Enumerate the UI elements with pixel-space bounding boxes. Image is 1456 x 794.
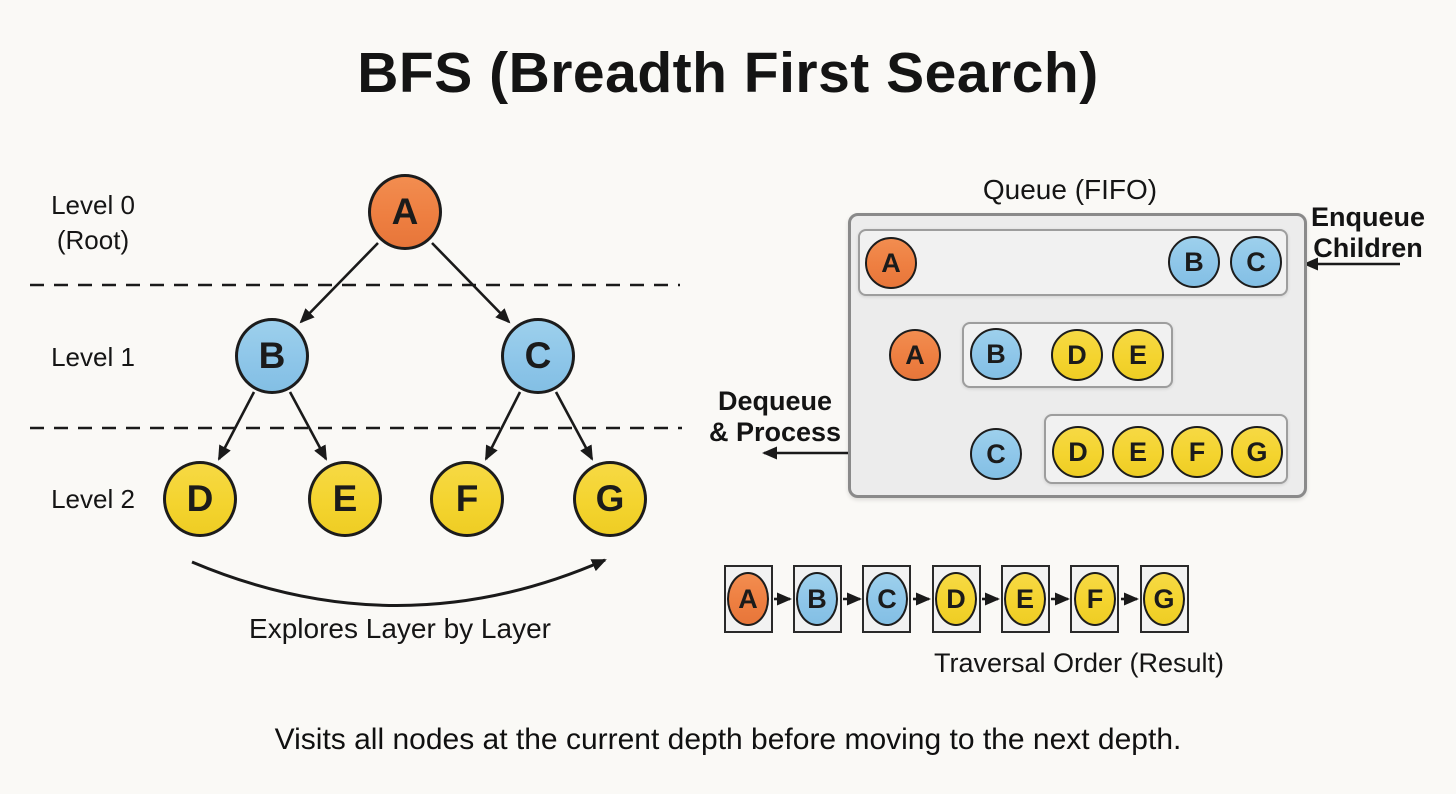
queue-row2-node-e: E: [1112, 329, 1164, 381]
queue-title: Queue (FIFO): [982, 174, 1158, 205]
level-0-label-line1: Level 0: [51, 190, 135, 220]
traversal-node-c: C: [866, 572, 908, 626]
traversal-node-g: G: [1143, 572, 1185, 626]
queue-row3-node-d: D: [1052, 426, 1104, 478]
tree-node-c: C: [501, 318, 575, 394]
level-0-label-line2: (Root): [56, 225, 130, 255]
tree-node-b: B: [235, 318, 309, 394]
dequeue-label-line2: & Process: [708, 417, 842, 447]
queue-row2-node-a: A: [889, 329, 941, 381]
queue-row2-node-b: B: [970, 328, 1022, 380]
queue-row3-node-e: E: [1112, 426, 1164, 478]
tree-node-e: E: [308, 461, 382, 537]
queue-row1-node-a: A: [865, 237, 917, 289]
traversal-node-d: D: [935, 572, 977, 626]
tree-node-f: F: [430, 461, 504, 537]
level-2-label: Level 2: [51, 484, 135, 514]
edge-a-c-icon: [431, 242, 511, 324]
tree-node-a: A: [368, 174, 442, 250]
footer-note: Visits all nodes at the current depth be…: [274, 723, 1182, 756]
page-title: BFS (Breadth First Search): [357, 41, 1099, 105]
level-1-label: Level 1: [51, 342, 135, 372]
traversal-node-b: B: [796, 572, 838, 626]
tree-node-g: G: [573, 461, 647, 537]
dequeue-label: Dequeue & Process: [695, 386, 855, 448]
layer-sweep-arrow-icon: [191, 558, 607, 607]
traversal-node-a: A: [727, 572, 769, 626]
queue-row-1-box: [858, 229, 1288, 296]
traversal-caption: Traversal Order (Result): [933, 648, 1225, 678]
enqueue-label-line1: Enqueue: [1310, 202, 1425, 232]
edge-b-e-icon: [288, 391, 328, 461]
traversal-node-f: F: [1074, 572, 1116, 626]
traversal-node-e: E: [1004, 572, 1046, 626]
edge-c-g-icon: [554, 391, 594, 461]
queue-row3-node-f: F: [1171, 426, 1223, 478]
level-0-label: Level 0 (Root): [28, 188, 158, 258]
queue-row3-node-g: G: [1231, 426, 1283, 478]
dequeue-label-line1: Dequeue: [717, 386, 833, 416]
queue-row1-node-b: B: [1168, 236, 1220, 288]
tree-caption: Explores Layer by Layer: [249, 613, 551, 644]
tree-node-d: D: [163, 461, 237, 537]
edge-a-b-icon: [299, 242, 379, 324]
queue-row2-node-d: D: [1051, 329, 1103, 381]
queue-row1-node-c: C: [1230, 236, 1282, 288]
edge-b-d-icon: [217, 391, 256, 461]
edge-c-f-icon: [484, 391, 522, 461]
enqueue-label: Enqueue Children: [1308, 202, 1428, 264]
queue-row3-node-c: C: [970, 428, 1022, 480]
enqueue-label-line2: Children: [1313, 233, 1423, 263]
